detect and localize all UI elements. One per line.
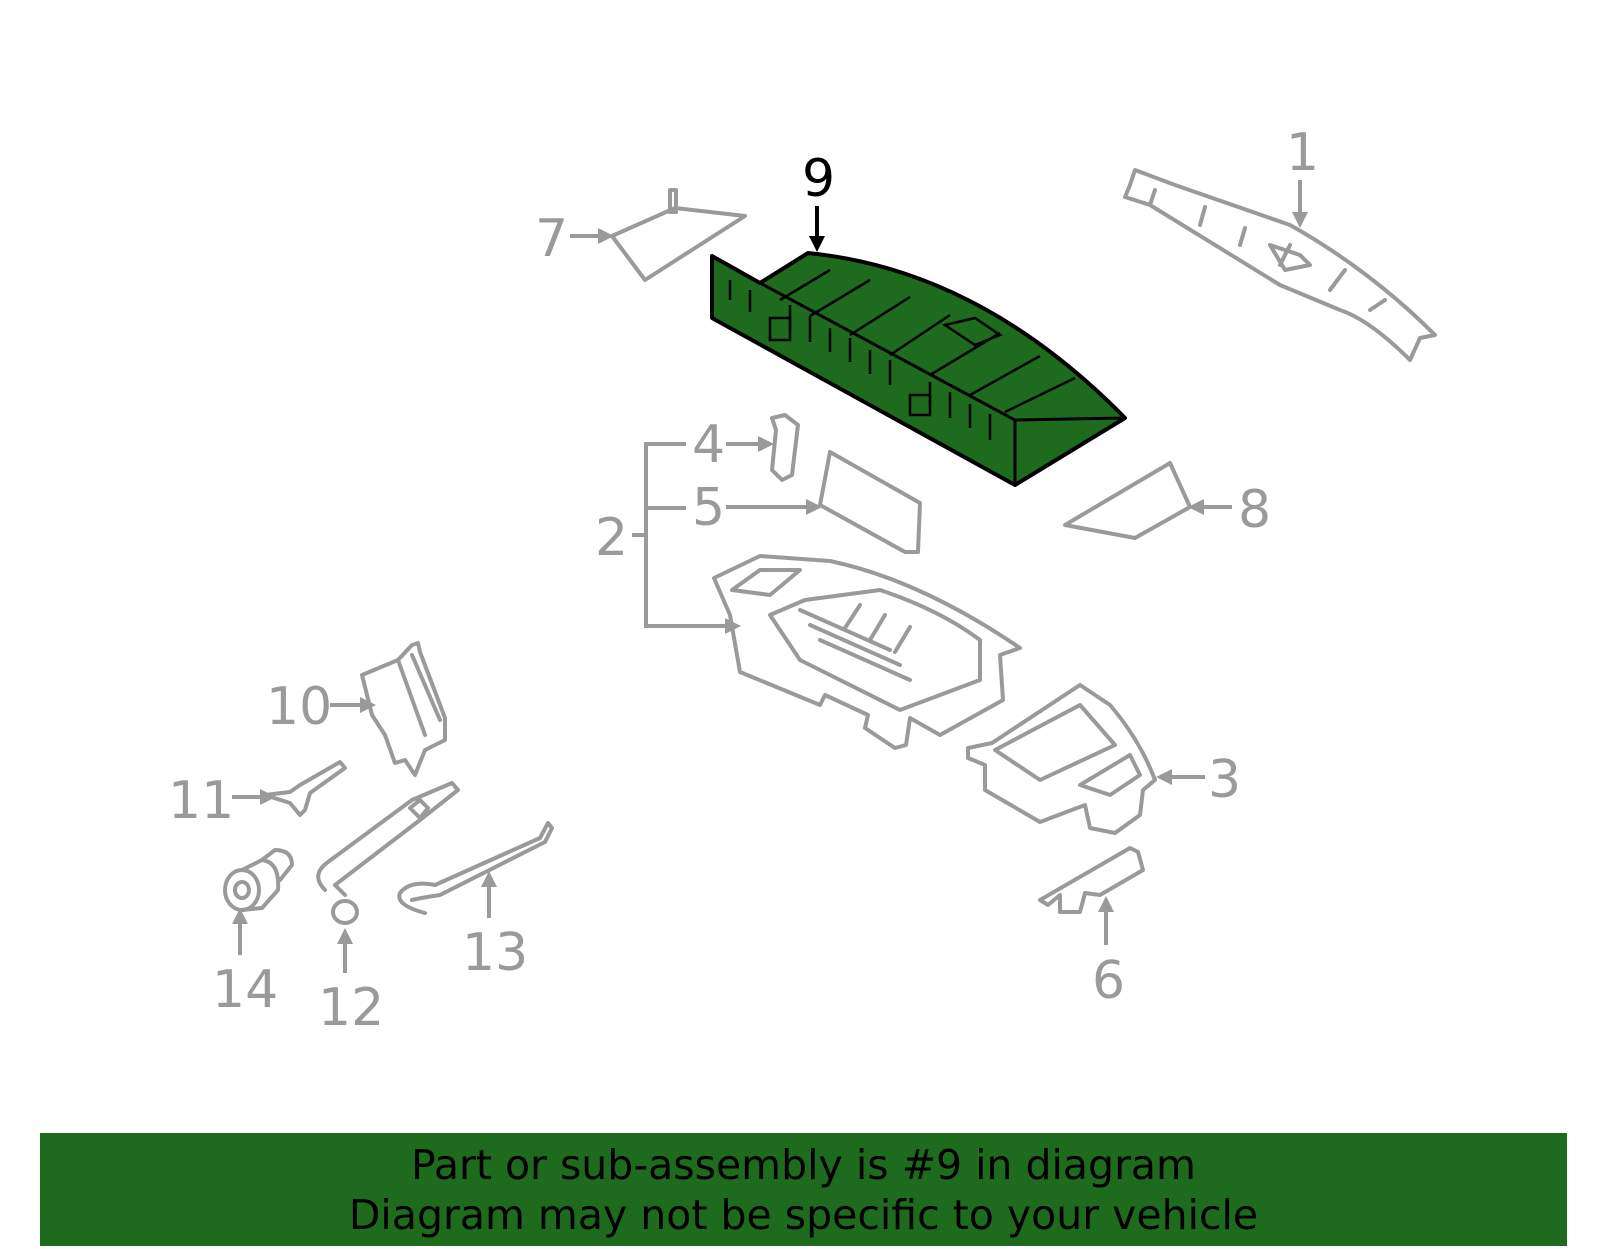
callout-7: 7 (535, 209, 568, 269)
callout-9: 9 (802, 149, 835, 209)
part-4[interactable] (770, 413, 800, 482)
part-1[interactable] (1123, 168, 1437, 362)
callout-12: 12 (318, 978, 384, 1038)
part-13[interactable] (397, 821, 554, 915)
part-3[interactable] (966, 683, 1157, 835)
part-8[interactable] (1063, 461, 1192, 540)
leaders (232, 180, 1308, 973)
callout-14: 14 (212, 960, 278, 1020)
part-5[interactable] (818, 450, 922, 554)
callout-3: 3 (1208, 750, 1241, 810)
part-7[interactable] (610, 188, 747, 282)
part-10[interactable] (360, 641, 447, 777)
callout-8: 8 (1238, 480, 1271, 540)
callout-1: 1 (1286, 123, 1319, 183)
callout-5: 5 (692, 478, 725, 538)
banner-line-disclaimer: Diagram may not be specific to your vehi… (348, 1190, 1259, 1239)
info-banner: Part or sub-assembly is #9 in diagram Di… (40, 1133, 1567, 1246)
part-9-highlighted[interactable] (710, 251, 1127, 487)
callout-13: 13 (462, 923, 528, 983)
callout-2: 2 (595, 508, 628, 568)
part-11[interactable] (263, 760, 347, 817)
part-12[interactable] (316, 781, 460, 925)
part-2[interactable] (712, 554, 1022, 750)
callout-4: 4 (692, 415, 725, 475)
callout-10: 10 (266, 677, 332, 737)
callout-6: 6 (1092, 951, 1125, 1011)
callout-labels: 9 1 7 8 4 5 2 3 6 10 11 14 12 13 (168, 123, 1319, 1038)
callout-11: 11 (168, 771, 234, 831)
banner-line-part: Part or sub-assembly is #9 in diagram (411, 1140, 1196, 1189)
part-6[interactable] (1038, 846, 1145, 914)
part-14[interactable] (223, 848, 294, 912)
